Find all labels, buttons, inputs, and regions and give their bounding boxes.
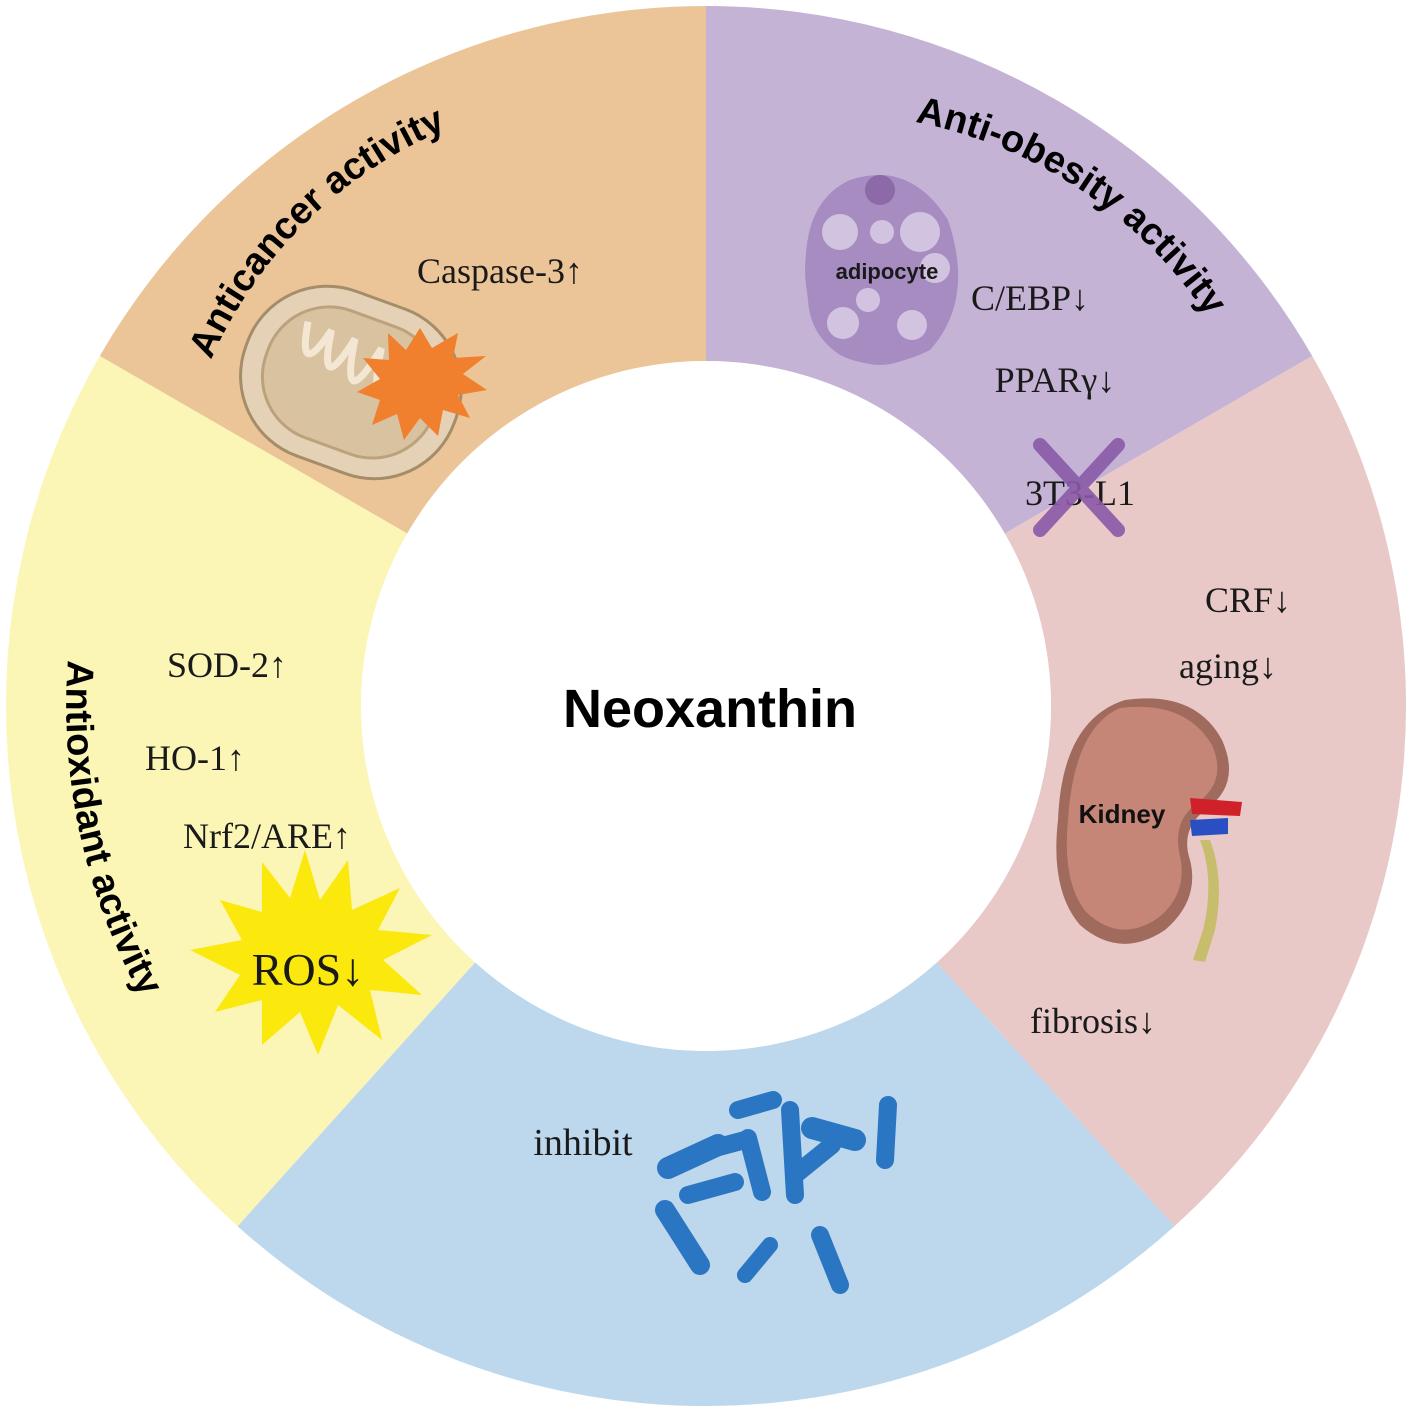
antioxidant-label-ho1: HO-1↑ — [145, 738, 245, 778]
kidney-icon — [1056, 698, 1242, 962]
antioxidant-label-nrf2: Nrf2/ARE↑ — [183, 816, 351, 856]
burst-icon — [357, 328, 487, 440]
antibacterial-label-inhibit: inhibit — [533, 1122, 633, 1164]
antioxidant-label-ros: ROS↓ — [252, 944, 364, 995]
adipocyte-icon — [805, 175, 959, 365]
kidney-icon-label: Kidney — [1079, 799, 1166, 829]
adipocyte-label: adipocyte — [836, 259, 939, 284]
center-label: Neoxanthin — [563, 679, 857, 739]
kidney-label-aging: aging↓ — [1179, 646, 1277, 686]
cross-mark-icon — [1033, 438, 1125, 537]
kidney-label-fibrosis: fibrosis↓ — [1030, 1001, 1156, 1041]
antiobesity-label-ppar: PPARγ↓ — [995, 360, 1116, 400]
star-burst-icon — [190, 850, 432, 1055]
antioxidant-label-sod2: SOD-2↑ — [167, 645, 287, 685]
sector-antiobesity — [706, 6, 1313, 534]
antiobesity-label-cebp: C/EBP↓ — [971, 278, 1089, 318]
kidney-label-crf: CRF↓ — [1205, 580, 1291, 620]
anticancer-label-caspase: Caspase-3↑ — [417, 251, 583, 291]
center-circle — [361, 361, 1051, 1051]
bacteria-icon — [655, 1091, 897, 1294]
